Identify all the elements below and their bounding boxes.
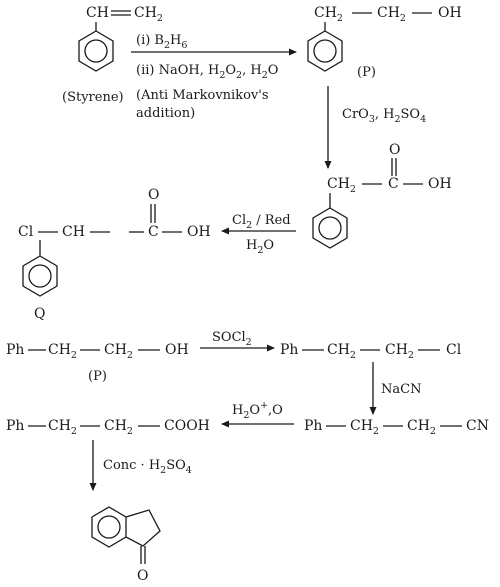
step2-reagent: CrO3, H2SO4: [342, 107, 426, 125]
row1-ch2-d: CH2: [385, 342, 414, 361]
nacn-reagent: NaCN: [381, 382, 421, 397]
acid-ring-circle: [318, 216, 342, 240]
styrene-structure: CH CH2 (Styrene): [62, 5, 163, 105]
row2-cooh: COOH: [164, 418, 210, 434]
step3-line1: Cl2 / Red: [232, 213, 291, 231]
styrene-ch2: CH2: [134, 5, 163, 24]
acid-benzene-ring: [312, 207, 348, 249]
route2-row1: Ph CH2 CH2 OH (P) SOCl2 Ph CH2 CH2 Cl: [6, 330, 462, 384]
q-label: Q: [34, 306, 45, 322]
q-carbonyl-o: O: [148, 187, 159, 203]
alcohol-p-structure: CH2 CH2 OH (P): [307, 5, 462, 80]
row2-cn: CN: [466, 418, 489, 434]
acid-carbonyl-o: O: [389, 142, 400, 158]
step1-note-1: (Anti Markovnikov's: [136, 88, 269, 103]
alcohol-benzene-ring: [307, 30, 343, 72]
indanone-o: O: [137, 568, 148, 584]
indanone-cyclopentane: [125, 509, 161, 547]
alcohol-ch2-a: CH2: [314, 5, 343, 24]
q-carbon: C: [148, 224, 159, 240]
step3-line2: H2O: [246, 238, 274, 256]
row1-oh: OH: [165, 342, 189, 358]
phenylacetic-acid-structure: CH2 C O OH: [312, 142, 452, 249]
styrene-ring-circle: [84, 39, 108, 63]
acid-oh: OH: [428, 176, 452, 192]
q-ring-circle: [28, 264, 52, 288]
route2-row2: Ph CH2 CH2 COOH H2O+,O Ph CH2 CH2 CN: [6, 400, 489, 437]
alcohol-ch2-b: CH2: [377, 5, 406, 24]
row1-reagent: SOCl2: [212, 330, 252, 348]
row1-ph-2: Ph: [280, 342, 298, 358]
q-cl: Cl: [18, 224, 34, 240]
q-oh: OH: [187, 224, 211, 240]
row1-ch2-a: CH2: [48, 342, 77, 361]
step3-reagents: Cl2 / Red H2O: [221, 213, 296, 256]
indanone-benzene-ring: [91, 506, 127, 548]
step1-note-2: addition): [136, 106, 195, 121]
row2-ph-2: Ph: [304, 418, 322, 434]
styrene-benzene-ring: [78, 30, 114, 72]
alcohol-ring-circle: [313, 39, 337, 63]
row2-ph: Ph: [6, 418, 24, 434]
indanone-structure: O: [91, 506, 161, 584]
step1-line1: (i) B2H6: [136, 33, 187, 51]
acid-ch2: CH2: [327, 176, 356, 195]
conc-reagent: Conc · H2SO4: [103, 458, 192, 476]
row1-cl: Cl: [446, 342, 462, 358]
row2-ch2-a: CH2: [48, 418, 77, 437]
alcohol-label-p: (P): [357, 65, 376, 80]
row1-ph: Ph: [6, 342, 24, 358]
row1-label-p: (P): [88, 369, 107, 384]
indanone-ring-circle: [97, 515, 121, 539]
acid-carbon: C: [388, 176, 399, 192]
row1-ch2-c: CH2: [327, 342, 356, 361]
styrene-ch: CH: [86, 5, 109, 21]
row2-ch2-c: CH2: [350, 418, 379, 437]
q-benzene-ring: [22, 255, 58, 297]
row1-ch2-b: CH2: [104, 342, 133, 361]
row2-reagent: H2O+,O: [232, 400, 283, 421]
step1-reagents: (i) B2H6 (ii) NaOH, H2O2, H2O (Anti Mark…: [131, 33, 297, 121]
step1-line2: (ii) NaOH, H2O2, H2O: [136, 63, 278, 81]
product-q-structure: Cl CH C O OH Q: [18, 187, 211, 322]
styrene-label: (Styrene): [62, 90, 124, 105]
alcohol-oh: OH: [438, 5, 462, 21]
row2-ch2-d: CH2: [407, 418, 436, 437]
q-ch: CH: [62, 224, 85, 240]
row2-ch2-b: CH2: [104, 418, 133, 437]
